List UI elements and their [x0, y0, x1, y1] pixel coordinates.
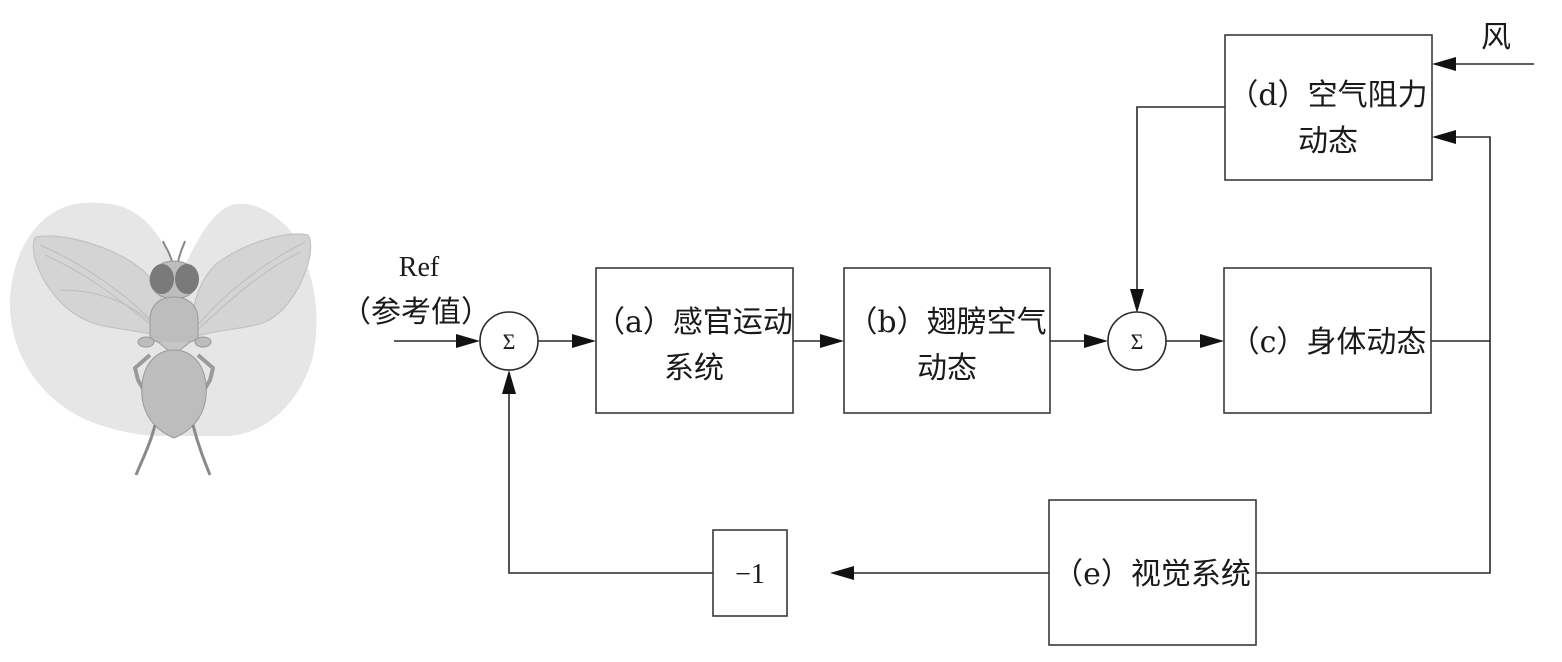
block-e-visual-system: （e）视觉系统	[1048, 499, 1257, 646]
arrowhead	[1432, 57, 1456, 71]
antenna	[177, 240, 186, 263]
block-a-label-line2: 系统	[664, 351, 724, 386]
arrowhead	[820, 334, 844, 348]
block-gain-negative: −1	[712, 529, 788, 617]
left-haltere	[137, 336, 155, 348]
arrowhead	[1200, 334, 1224, 348]
hind-leg	[134, 424, 157, 476]
block-c-body-dynamics: （c）身体动态	[1223, 267, 1432, 414]
arrowhead	[502, 370, 516, 394]
wind-label: 风	[1481, 20, 1511, 55]
right-wing	[187, 233, 312, 342]
block-a-label-line1: （a）感官运动	[595, 305, 793, 340]
block-b-label-line2: 动态	[917, 351, 977, 386]
wing-vein	[44, 254, 161, 333]
arrowhead	[1130, 289, 1144, 313]
hind-leg	[191, 424, 212, 476]
arrowhead	[830, 566, 854, 580]
gain-label: −1	[735, 559, 765, 590]
arrowhead	[572, 334, 596, 348]
block-d-label-line1: （d）空气阻力	[1228, 78, 1427, 113]
wire-c-to-e	[1256, 341, 1491, 574]
wing-vein	[194, 251, 301, 333]
block-e-label: （e）视觉系统	[1053, 557, 1251, 592]
block-d-label-line2: 动态	[1298, 124, 1358, 159]
block-c-label: （c）身体动态	[1230, 325, 1427, 360]
block-b-label-line1: （b）翅膀空气	[847, 305, 1046, 340]
left-wing	[32, 235, 169, 342]
arrowhead	[1084, 334, 1108, 348]
fruit-fly-illustration	[9, 202, 317, 476]
reference-sublabel: （参考值）	[341, 295, 491, 330]
arrowhead	[1432, 130, 1456, 144]
block-d-aero-drag: （d）空气阻力 动态	[1224, 34, 1433, 181]
arrowhead	[456, 334, 480, 348]
left-eye	[150, 264, 174, 294]
wire-c-to-d	[1431, 136, 1491, 342]
wing-vein	[189, 241, 306, 336]
antenna	[162, 240, 173, 263]
sigma-symbol: Σ	[503, 329, 516, 354]
wire-d-to-sum2	[1136, 106, 1225, 295]
block-a-sensorimotor: （a）感官运动 系统	[595, 267, 794, 414]
fly-abdomen	[141, 349, 207, 439]
fly-thorax	[149, 296, 199, 345]
summing-junction-2: Σ	[1107, 311, 1167, 371]
right-eye	[175, 264, 199, 294]
signal-wires	[394, 57, 1534, 580]
summing-junction-1: Σ	[479, 311, 539, 371]
reference-label: Ref	[399, 252, 440, 283]
block-b-wing-aero: （b）翅膀空气 动态	[843, 267, 1051, 414]
wire-gain-to-sum1	[508, 388, 713, 574]
right-haltere	[194, 336, 212, 348]
sigma-symbol: Σ	[1131, 329, 1144, 354]
